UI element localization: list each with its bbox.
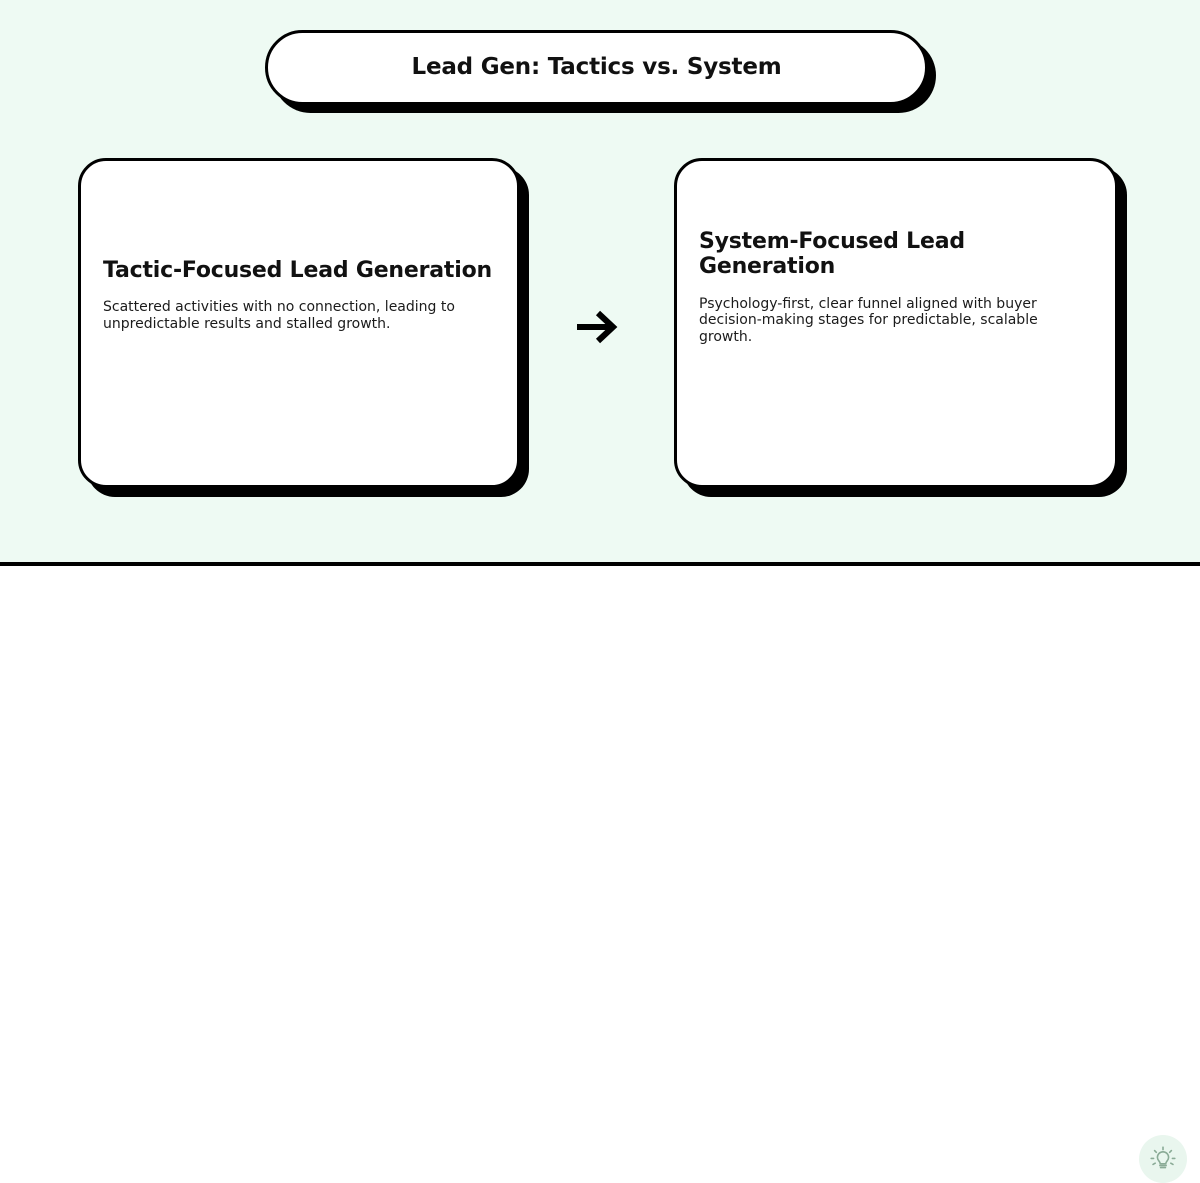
card-content: System-Focused Lead Generation Psycholog… xyxy=(699,229,1093,345)
slide-title-pill: Lead Gen: Tactics vs. System xyxy=(265,30,928,105)
card-tactic-focused: Tactic-Focused Lead Generation Scattered… xyxy=(78,158,520,488)
lightbulb-icon xyxy=(1139,1135,1187,1183)
slide-stage: Lead Gen: Tactics vs. System Tactic-Focu… xyxy=(0,0,1200,562)
footer-divider xyxy=(0,562,1200,566)
card-system-focused: System-Focused Lead Generation Psycholog… xyxy=(674,158,1118,488)
card-title: System-Focused Lead Generation xyxy=(699,228,965,280)
card-body: Scattered activities with no connection,… xyxy=(103,299,455,332)
footer-bar xyxy=(0,566,1200,1183)
card-title: Tactic-Focused Lead Generation xyxy=(103,257,492,283)
card-body: Psychology-first, clear funnel aligned w… xyxy=(699,295,1038,345)
page-title: Lead Gen: Tactics vs. System xyxy=(411,53,782,80)
card-content: Tactic-Focused Lead Generation Scattered… xyxy=(103,258,495,332)
arrow-right-icon xyxy=(556,295,640,359)
